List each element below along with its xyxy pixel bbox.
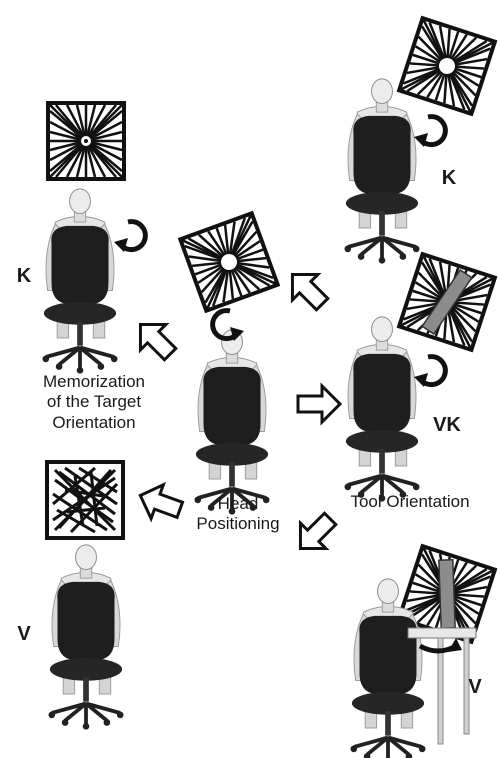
target-dial-top-right — [397, 16, 497, 116]
head-line-2: Positioning — [196, 514, 280, 534]
target-dial-right-vk — [397, 252, 497, 352]
tool-orientation-label: Tool Orientation — [350, 492, 470, 511]
figure-tool-k — [342, 76, 422, 266]
target-dial-top-left — [46, 101, 126, 181]
head-line-1: Head — [217, 494, 259, 513]
memorization-line-2: of the Target — [46, 392, 142, 412]
condition-label-vk-right: VK — [433, 414, 461, 436]
condition-label-k-right: K — [441, 167, 457, 189]
figure-head-positioning — [192, 327, 272, 517]
flow-arrow-to-tool-vk — [296, 384, 342, 424]
memorization-label: Memorization of the Target Orientation — [18, 372, 170, 433]
head-positioning-label: Head Positioning — [178, 494, 298, 535]
table — [407, 627, 477, 745]
flow-arrow-to-memorization-k — [126, 310, 185, 369]
rotation-arrow-right-vk — [414, 357, 445, 387]
figure-tool-vk — [342, 314, 422, 504]
figure-memorization-k — [40, 186, 120, 376]
memorization-line-1: Memorization — [42, 372, 146, 391]
condition-label-v-right: V — [468, 676, 482, 698]
rotation-arrow-left-k — [114, 222, 145, 252]
scrambled-dial — [45, 460, 125, 540]
rotation-arrow-right-k — [414, 117, 445, 147]
condition-label-k-left: K — [16, 265, 32, 287]
figure-memorization-v — [46, 542, 126, 732]
rotation-arrow-right-v — [418, 638, 462, 654]
target-dial-center-rotated — [178, 211, 280, 313]
condition-label-v-left: V — [17, 623, 31, 645]
flow-arrow-to-tool-k — [278, 260, 337, 319]
memorization-line-3: Orientation — [52, 412, 136, 432]
